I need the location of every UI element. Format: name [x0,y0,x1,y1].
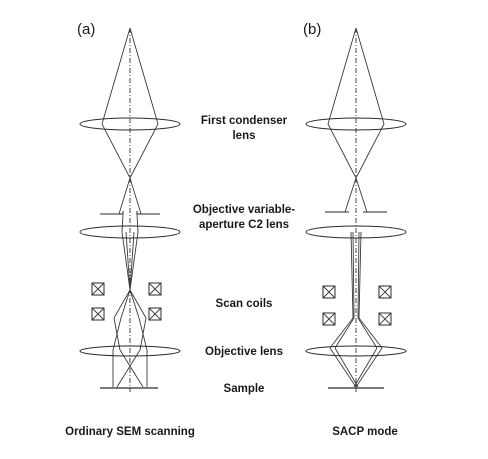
boxed-x-icon [91,282,105,296]
component-labels: First condenser lens Objective variable-… [193,115,295,395]
boxed-x-icon [378,285,392,299]
sample-label: Sample [224,383,265,395]
aperture-label-line1: Objective variable- [193,204,295,216]
boxed-x-icon [91,307,105,321]
first-condenser-label-line1: First condenser [201,115,288,127]
scan-coils-b [322,285,392,326]
panel-b-caption: SACP mode [332,426,398,438]
first-condenser-label-line2: lens [232,130,255,142]
aperture-label-line2: aperture C2 lens [199,219,289,231]
scan-coils-label: Scan coils [216,298,273,310]
panel-a-label: (a) [77,21,95,38]
first-condenser-lens-b [305,117,407,131]
first-condenser-lens-a [79,117,181,131]
objective-lens-label: Objective lens [205,346,283,358]
boxed-x-icon [148,282,162,296]
c2-lens-b [305,225,407,239]
panel-a-caption: Ordinary SEM scanning [65,426,195,438]
panel-b: (b) [303,21,407,438]
rays-b [327,27,385,388]
objective-lens-a [79,345,181,357]
c2-lens-a [79,225,181,239]
panel-b-label: (b) [303,21,321,38]
rays-a [101,27,159,388]
panel-a: (a) [65,21,195,438]
boxed-x-icon [378,312,392,326]
boxed-x-icon [148,307,162,321]
objective-lens-b [305,345,407,357]
boxed-x-icon [322,285,336,299]
boxed-x-icon [322,312,336,326]
aperture-a [100,211,160,215]
scan-coils-a [91,282,162,321]
